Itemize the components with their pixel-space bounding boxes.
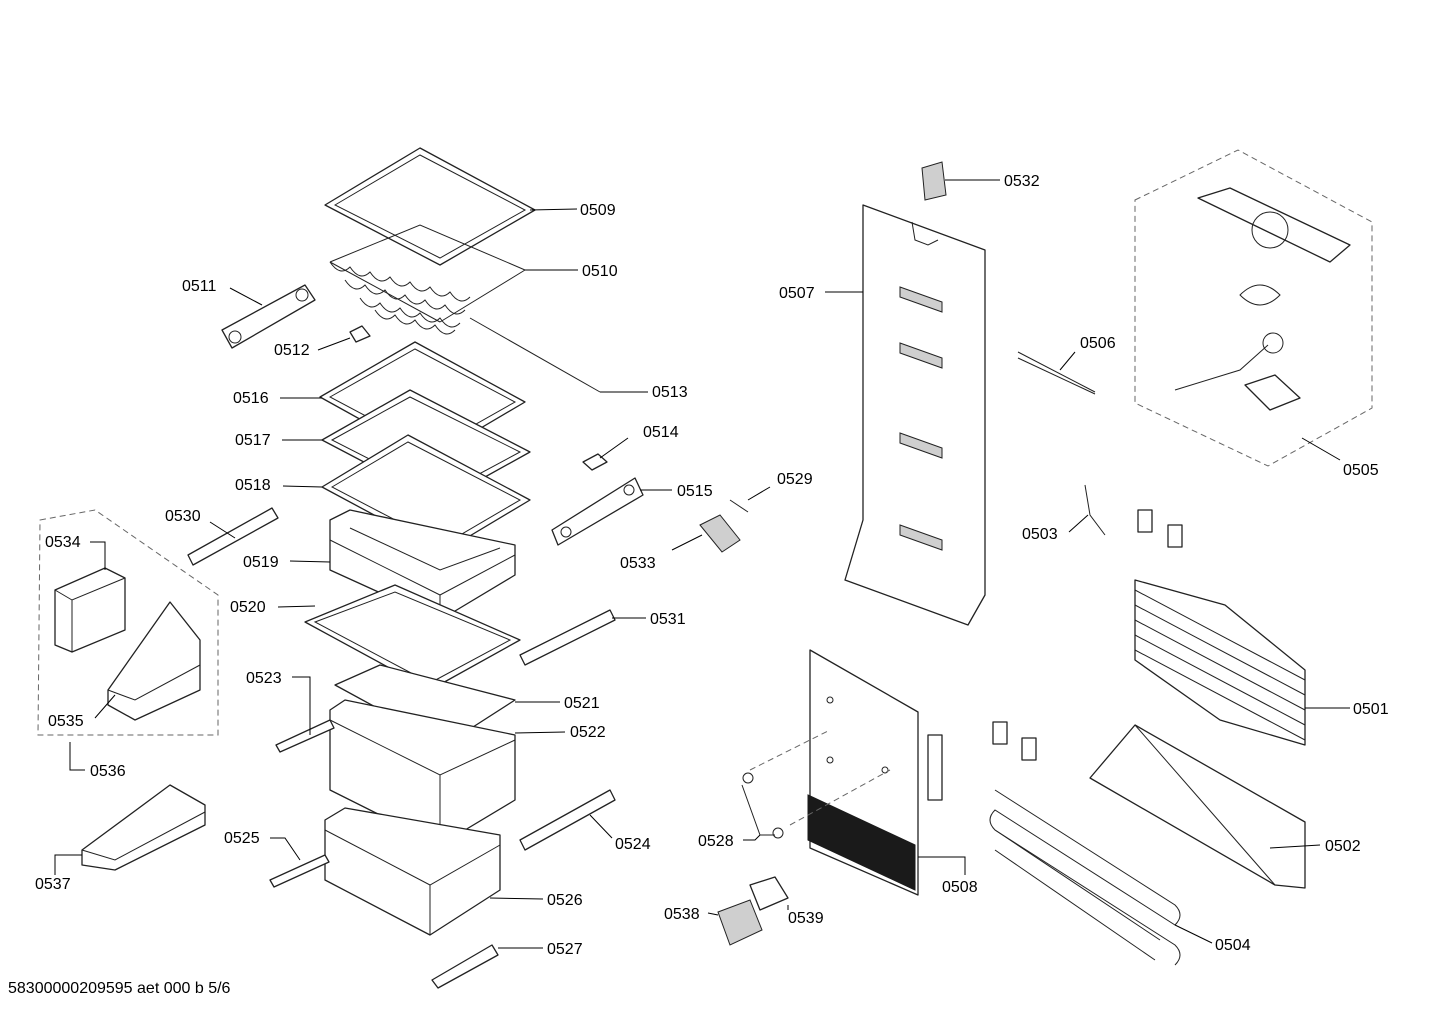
label-0516: 0516 bbox=[233, 390, 269, 407]
part-0511-cover bbox=[221, 284, 316, 349]
part-0514-clip bbox=[582, 453, 608, 471]
part-0506-sensor bbox=[1017, 351, 1096, 395]
part-0503-sensor bbox=[1084, 484, 1106, 536]
part-0509-glass-shelf bbox=[324, 147, 536, 266]
label-0508: 0508 bbox=[942, 879, 978, 896]
label-0529: 0529 bbox=[777, 471, 813, 488]
label-0523: 0523 bbox=[246, 670, 282, 687]
label-0505: 0505 bbox=[1343, 462, 1379, 479]
part-0532-cover bbox=[921, 161, 947, 201]
label-0527: 0527 bbox=[547, 941, 583, 958]
label-0504: 0504 bbox=[1215, 937, 1251, 954]
label-0503: 0503 bbox=[1022, 526, 1058, 543]
label-0536: 0536 bbox=[90, 763, 126, 780]
part-0531-rail bbox=[519, 609, 616, 666]
part-0505-fan-assembly bbox=[1134, 149, 1373, 467]
part-0525-rail bbox=[269, 854, 330, 888]
part-0535-housing bbox=[107, 601, 201, 721]
part-0522-drawer bbox=[329, 699, 516, 846]
part-0508-back-plate bbox=[807, 649, 943, 896]
label-0514: 0514 bbox=[643, 424, 679, 441]
part-0539-cap bbox=[749, 876, 789, 911]
label-0509: 0509 bbox=[580, 202, 616, 219]
label-0510: 0510 bbox=[582, 263, 618, 280]
label-0519: 0519 bbox=[243, 554, 279, 571]
label-0521: 0521 bbox=[564, 695, 600, 712]
part-0536-assembly bbox=[37, 509, 219, 736]
part-0524-rail bbox=[519, 789, 616, 851]
label-0532: 0532 bbox=[1004, 173, 1040, 190]
label-0515: 0515 bbox=[677, 483, 713, 500]
label-0517: 0517 bbox=[235, 432, 271, 449]
label-0531: 0531 bbox=[650, 611, 686, 628]
part-0534-housing bbox=[54, 567, 126, 653]
document-code: 58300000209595 aet 000 b 5/6 bbox=[8, 980, 231, 997]
part-labels: 0509 0510 0511 0512 0513 0516 0517 0518 … bbox=[35, 173, 1389, 958]
label-0535: 0535 bbox=[48, 713, 84, 730]
part-0501-evaporator bbox=[1134, 509, 1306, 746]
label-0511: 0511 bbox=[182, 278, 217, 295]
leader-lines bbox=[54, 179, 1350, 949]
label-0501: 0501 bbox=[1353, 701, 1389, 718]
label-0539: 0539 bbox=[788, 910, 824, 927]
label-0530: 0530 bbox=[165, 508, 201, 525]
part-0523-rail bbox=[275, 719, 335, 753]
label-0506: 0506 bbox=[1080, 335, 1116, 352]
label-0538: 0538 bbox=[664, 906, 700, 923]
label-0524: 0524 bbox=[615, 836, 651, 853]
label-0502: 0502 bbox=[1325, 838, 1361, 855]
label-0522: 0522 bbox=[570, 724, 606, 741]
label-0512: 0512 bbox=[274, 342, 310, 359]
label-0507: 0507 bbox=[779, 285, 815, 302]
part-0537-holder bbox=[81, 784, 206, 871]
part-0515-cover bbox=[551, 477, 644, 546]
label-0534: 0534 bbox=[45, 534, 81, 551]
label-0518: 0518 bbox=[235, 477, 271, 494]
part-0513-rod bbox=[469, 317, 601, 393]
part-0529-pin bbox=[729, 499, 749, 513]
part-0504-condenser bbox=[989, 721, 1181, 966]
label-0520: 0520 bbox=[230, 599, 266, 616]
part-0533-bracket bbox=[699, 514, 741, 553]
part-0510-wine-rack bbox=[329, 224, 527, 335]
part-0538-clip bbox=[717, 899, 763, 946]
part-0519-tray bbox=[329, 509, 516, 621]
label-0513: 0513 bbox=[652, 384, 688, 401]
part-0507-back-panel bbox=[844, 204, 986, 626]
part-0512-clip bbox=[349, 325, 371, 343]
label-0525: 0525 bbox=[224, 830, 260, 847]
label-0528: 0528 bbox=[698, 833, 734, 850]
part-0526-drawer bbox=[324, 807, 501, 936]
label-0526: 0526 bbox=[547, 892, 583, 909]
part-0502-tray bbox=[1089, 724, 1306, 889]
label-0533: 0533 bbox=[620, 555, 656, 572]
label-0537: 0537 bbox=[35, 876, 71, 893]
part-0527-rail bbox=[431, 944, 499, 989]
